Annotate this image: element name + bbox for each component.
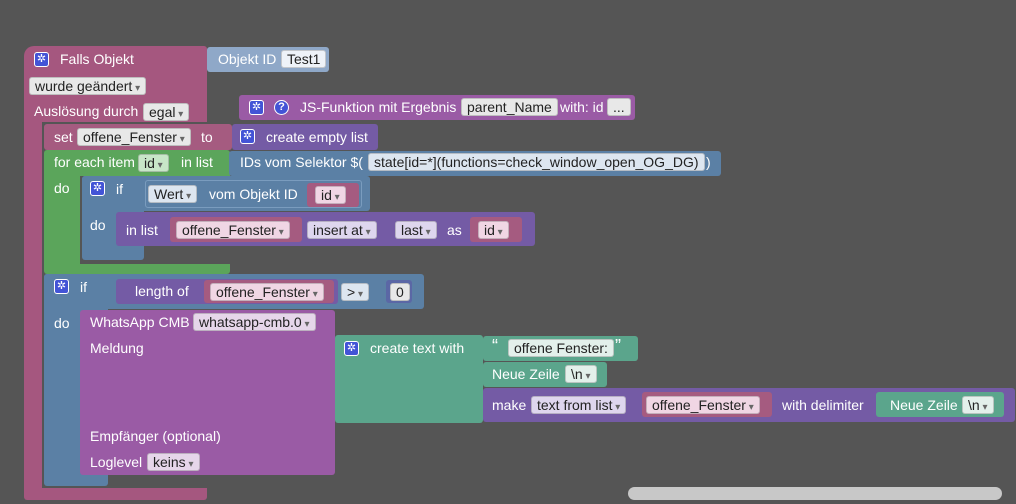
js-function-name[interactable]: parent_Name: [461, 98, 558, 116]
delimiter-newline-dropdown[interactable]: \n: [962, 396, 994, 414]
length-list-var-dropdown[interactable]: offene_Fenster: [210, 283, 324, 301]
loglevel-dropdown[interactable]: keins: [147, 453, 200, 471]
object-id-label: Objekt ID: [218, 51, 277, 67]
js-function-more[interactable]: ...: [607, 98, 631, 116]
id-var-dropdown[interactable]: id: [315, 186, 346, 204]
inner-if-label: if: [116, 181, 123, 197]
selector-field[interactable]: state[id=*](functions=check_window_open_…: [368, 153, 705, 171]
make-label: make: [492, 397, 527, 413]
text-literal-field[interactable]: offene Fenster:: [508, 339, 614, 357]
loglevel-label: Loglevel: [90, 454, 143, 470]
set-variable-dropdown[interactable]: offene_Fenster: [77, 128, 191, 146]
gear-icon[interactable]: ✲: [249, 100, 264, 115]
close-quote: ”: [615, 336, 621, 356]
insert-as-var-dropdown[interactable]: id: [478, 221, 509, 239]
whatsapp-block[interactable]: [80, 310, 335, 475]
foreach-in-list: in list: [181, 154, 213, 170]
create-text-block[interactable]: [335, 335, 483, 423]
make-mode-dropdown[interactable]: text from list: [531, 396, 627, 414]
gear-icon[interactable]: ✲: [344, 341, 359, 356]
trigger-dropdown[interactable]: wurde geändert: [29, 77, 147, 95]
newline-dropdown[interactable]: \n: [565, 365, 597, 383]
gear-icon[interactable]: ✲: [90, 181, 105, 196]
delimiter-newline-label: Neue Zeile: [890, 397, 958, 413]
delimiter-label: with delimiter: [782, 397, 864, 413]
js-function-label: JS-Funktion mit Ergebnis: [300, 99, 457, 115]
insert-position-dropdown[interactable]: last: [395, 221, 437, 239]
whatsapp-instance-dropdown[interactable]: whatsapp-cmb.0: [193, 313, 316, 331]
foreach-item-dropdown[interactable]: id: [138, 154, 169, 172]
vom-objekt-label: vom Objekt ID: [209, 186, 298, 202]
foreach-do-label: do: [54, 180, 70, 196]
gear-icon[interactable]: ✲: [54, 279, 69, 294]
open-quote: “: [492, 336, 498, 356]
number-field[interactable]: 0: [390, 283, 410, 301]
selector-label: IDs vom Selektor $(: [240, 154, 363, 170]
compare-operator-dropdown[interactable]: >: [341, 283, 369, 301]
trigger-by-dropdown[interactable]: egal: [143, 103, 190, 121]
object-id-field[interactable]: Test1: [281, 50, 327, 68]
trigger-by-label: Auslösung durch: [34, 103, 139, 119]
event-title: Falls Objekt: [60, 51, 134, 67]
set-label: set: [54, 129, 73, 145]
whatsapp-label: WhatsApp CMB: [90, 314, 190, 330]
horizontal-scrollbar[interactable]: [628, 487, 1002, 500]
gear-icon[interactable]: ✲: [34, 52, 49, 67]
meldung-label: Meldung: [90, 340, 144, 356]
length-of-label: length of: [135, 283, 189, 299]
value-dropdown[interactable]: Wert: [148, 185, 198, 203]
create-empty-list-label: create empty list: [266, 129, 368, 145]
event-block-footer: [24, 488, 207, 499]
gear-icon[interactable]: ✲: [240, 129, 255, 144]
foreach-label: for each item: [54, 154, 135, 170]
inner-do-label: do: [90, 217, 106, 233]
js-function-block[interactable]: [239, 95, 635, 120]
as-label: as: [447, 222, 462, 238]
to-label: to: [201, 129, 213, 145]
outer-if-label: if: [80, 279, 87, 295]
insert-at-dropdown[interactable]: insert at: [307, 221, 377, 239]
insert-in-list-label: in list: [126, 222, 158, 238]
newline-label: Neue Zeile: [492, 366, 560, 382]
outer-do-label: do: [54, 315, 70, 331]
js-function-with: with: id: [560, 99, 604, 115]
create-empty-list-block[interactable]: [232, 124, 378, 150]
make-list-var-dropdown[interactable]: offene_Fenster: [646, 396, 760, 414]
create-text-label: create text with: [370, 340, 465, 356]
insert-list-var-dropdown[interactable]: offene_Fenster: [176, 221, 290, 239]
empfaenger-label: Empfänger (optional): [90, 428, 221, 444]
help-icon[interactable]: ?: [274, 100, 289, 115]
selector-close: ): [706, 154, 711, 170]
